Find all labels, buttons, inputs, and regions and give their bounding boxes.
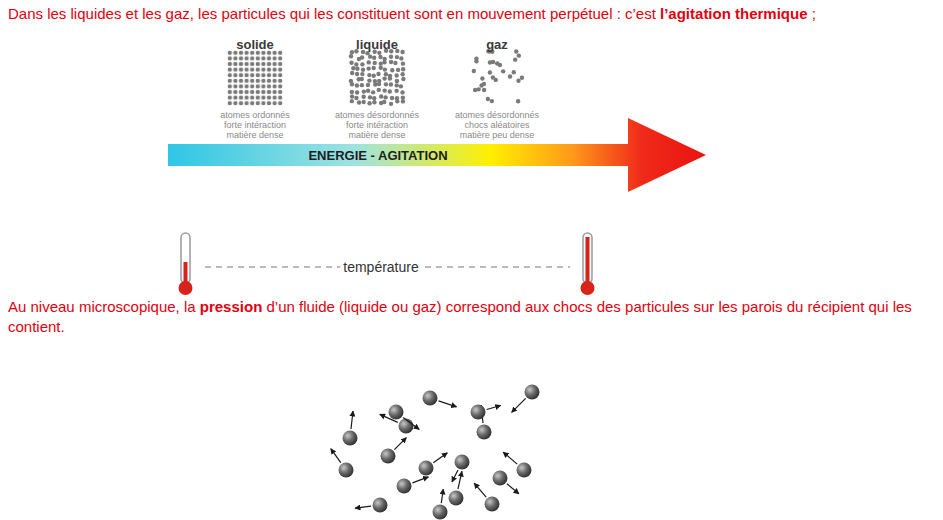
paragraph: Dans les liquides et les gaz, les partic… — [8, 4, 935, 24]
state-caption: matière dense — [348, 130, 405, 140]
energy-arrow: ENERGIE - AGITATION — [168, 116, 708, 194]
thermometer-hot — [581, 233, 595, 295]
state-heading: solide — [236, 37, 274, 52]
state-caption: chocs aléatoires — [464, 120, 529, 130]
body-text: ; — [812, 5, 816, 22]
liquid-particles — [349, 49, 406, 107]
axis-label: température — [340, 259, 421, 275]
paragraph: Au niveau microscopique, la pression d’u… — [8, 297, 935, 337]
state-caption: matière peu dense — [460, 130, 535, 140]
state-caption: forte intéraction — [346, 120, 408, 130]
body-text: Dans les liquides et les gaz, les partic… — [8, 5, 656, 22]
state-caption: atomes ordonnés — [220, 110, 290, 120]
body-text: Au niveau microscopique, la — [8, 298, 196, 315]
state-heading: liquide — [356, 37, 398, 52]
gas-particles — [472, 49, 524, 103]
state-heading: gaz — [486, 37, 508, 52]
state-caption: atomes désordonnés — [335, 110, 419, 120]
state-caption: matière dense — [226, 130, 283, 140]
key-term: l’agitation thermique — [660, 5, 808, 22]
gas-particles-pressure — [331, 385, 540, 520]
solid-lattice — [227, 50, 283, 106]
band-label: ENERGIE - AGITATION — [308, 148, 447, 163]
thermometer-cold — [179, 233, 193, 295]
key-term: pression — [200, 298, 263, 315]
state-caption: forte intéraction — [224, 120, 286, 130]
state-caption: atomes désordonnés — [455, 110, 539, 120]
